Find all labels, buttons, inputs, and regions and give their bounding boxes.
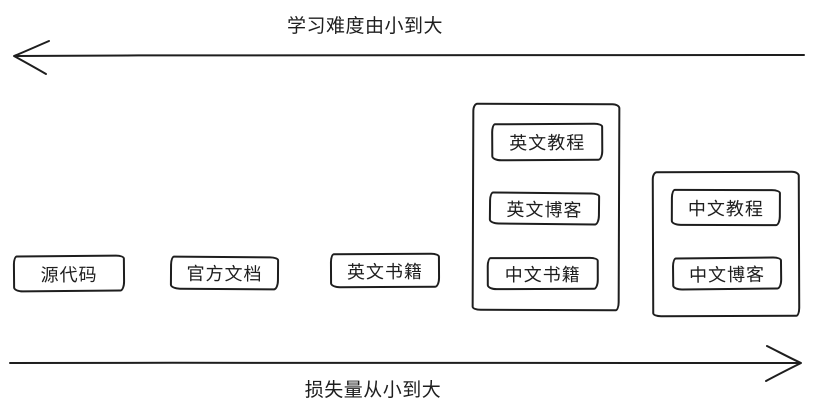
node-chinese-blogs: 中文博客 bbox=[671, 256, 783, 291]
node-english-blogs: 英文博客 bbox=[488, 191, 601, 226]
top-axis-label: 学习难度由小到大 bbox=[286, 16, 443, 37]
node-source-code: 源代码 bbox=[12, 254, 126, 293]
left-arrow-icon bbox=[13, 40, 805, 75]
node-english-tutorials: 英文教程 bbox=[491, 122, 604, 162]
node-english-books: 英文书籍 bbox=[329, 252, 441, 289]
node-chinese-tutorials: 中文教程 bbox=[670, 188, 781, 227]
group-chinese-resources: 中文教程 中文博客 bbox=[651, 170, 801, 318]
node-chinese-books: 中文书籍 bbox=[486, 256, 599, 291]
group-english-resources: 英文教程 英文博客 中文书籍 bbox=[471, 102, 621, 312]
bottom-axis-label: 损失量从小到大 bbox=[304, 380, 442, 401]
node-official-docs: 官方文档 bbox=[169, 255, 280, 291]
